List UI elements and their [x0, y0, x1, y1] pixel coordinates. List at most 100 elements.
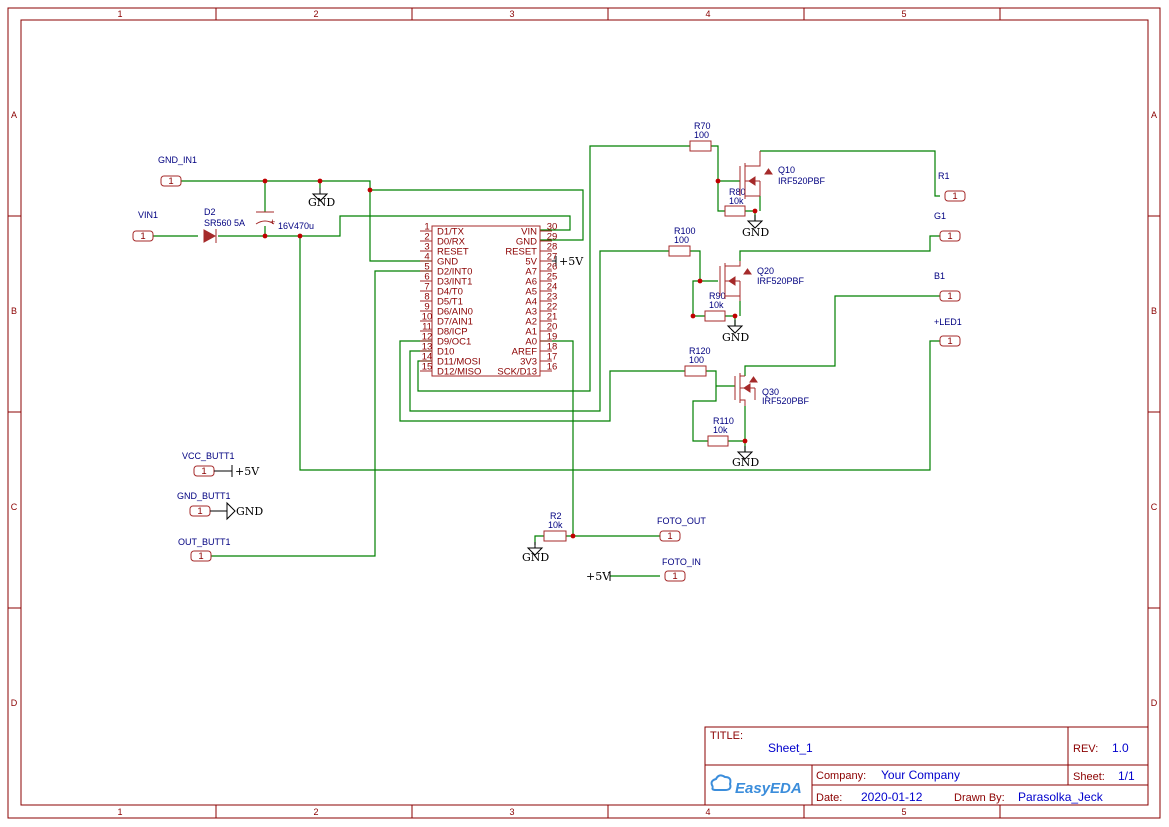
mcu-left-pin-num: 1	[424, 222, 429, 233]
port-foto-in-label: FOTO_IN	[662, 557, 701, 567]
mcu-right-pin-num: 25	[547, 272, 558, 283]
gnd-butt1-gnd-label: GND	[236, 505, 263, 518]
gnd-symbol-q20: GND	[722, 319, 749, 344]
mcu-left-pin-name: D7/AIN1	[437, 317, 473, 328]
row-label-b-right: B	[1151, 306, 1157, 316]
mcu-left-pin-num: 3	[424, 242, 429, 253]
port-vcc-butt1-label: VCC_BUTT1	[182, 451, 235, 461]
port-vin1-pin: 1	[140, 231, 145, 242]
mcu-left-pin-name: D3/INT1	[437, 277, 472, 288]
title-block: TITLE: Sheet_1 REV: 1.0 Company: Your Co…	[704, 726, 1149, 806]
mcu-right-pin-name: VIN	[521, 227, 537, 238]
mcu-left-pin-name: D12/MISO	[437, 367, 481, 378]
mosfet-q10: Q10 IRF520PBF	[739, 151, 826, 199]
q30-ref: Q30	[762, 387, 779, 397]
r2-value: 10k	[548, 520, 563, 530]
mcu-right-pin-name: GND	[516, 237, 537, 248]
mcu-left-pin-name: RESET	[437, 247, 469, 258]
gnd-top-label: GND	[308, 196, 335, 209]
mcu-right-pin-name: A2	[525, 317, 537, 328]
port-vcc-butt1-pin: 1	[201, 466, 206, 477]
q30-value: IRF520PBF	[762, 396, 810, 406]
mcu-right-pin-num: 16	[547, 362, 558, 373]
port-led1-pin: 1	[947, 336, 952, 347]
mcu-right-pin-num: 28	[547, 242, 558, 253]
mcu-right-pin-name: A5	[525, 287, 537, 298]
port-gnd-butt1-pin: 1	[197, 506, 202, 517]
gnd-symbol-r2: GND	[522, 541, 549, 564]
port-vin1: VIN1 1	[132, 210, 158, 242]
mcu-right-pin-name: A6	[525, 277, 537, 288]
mcu-right-pin-num: 30	[547, 222, 558, 233]
row-label-c-right: C	[1151, 502, 1158, 512]
mcu-right-pin-num: 23	[547, 292, 558, 303]
mcu-right-pin-num: 24	[547, 282, 558, 293]
date-value: 2020-01-12	[861, 790, 923, 804]
port-led1: +LED1 1	[934, 317, 962, 347]
easyeda-logo-text: EasyEDA	[735, 780, 802, 797]
port-r1-pin: 1	[952, 191, 957, 202]
mcu-right-pin-num: 17	[547, 352, 558, 363]
resistor-r90: R90 10k	[704, 291, 726, 322]
q10-ref: Q10	[778, 165, 795, 175]
port-gnd-in1: GND_IN1 1	[158, 155, 197, 187]
mcu-right-pin-name: 3V3	[520, 357, 537, 368]
port-gnd-butt1: GND_BUTT1 1 GND	[177, 491, 263, 521]
mcu-left-pin-num: 13	[422, 342, 433, 353]
r100-ref: R100	[674, 226, 696, 236]
mcu-left-pin-name: D9/OC1	[437, 337, 471, 348]
port-foto-out-pin: 1	[667, 531, 672, 542]
r110-ref: R110	[713, 416, 734, 426]
mcu-left-pin-name: D11/MOSI	[437, 357, 481, 368]
mcu-right-pin-name: A3	[525, 307, 537, 318]
mcu-left-pin-num: 7	[424, 282, 429, 293]
d2-ref: D2	[204, 207, 216, 217]
mcu-right-pin-num: 19	[547, 332, 558, 343]
junction-dots	[262, 178, 758, 539]
mcu-right-pin-num: 22	[547, 302, 558, 313]
port-b1: B1 1	[934, 271, 961, 302]
cap-value: 16V470u	[278, 221, 314, 231]
r90-ref: R90	[709, 291, 726, 301]
port-out-butt1-label: OUT_BUTT1	[178, 537, 231, 547]
gnd-q10-label: GND	[742, 226, 769, 239]
mcu-left-pin-name: D10	[437, 347, 454, 358]
port-g1-pin: 1	[947, 231, 952, 242]
mcu-right-pin-num: 20	[547, 322, 558, 333]
mcu-right-pin-name: A1	[525, 327, 537, 338]
mcu-left-pin-num: 15	[422, 362, 433, 373]
port-foto-in-pin: 1	[672, 571, 677, 582]
title-label: TITLE:	[710, 730, 743, 742]
col-label-5-bottom: 5	[901, 807, 906, 817]
r80-ref: R80	[729, 187, 746, 197]
mcu-left-pin-name: D8/ICP	[437, 327, 468, 338]
sheet-value: 1/1	[1118, 769, 1135, 783]
rev-value: 1.0	[1112, 741, 1129, 755]
col-label-4: 4	[705, 9, 710, 19]
row-label-a: A	[11, 110, 17, 120]
drawn-by-label: Drawn By:	[954, 792, 1005, 804]
resistor-r110: R110 10k	[707, 416, 734, 447]
diode-d2: D2 SR560 5A	[203, 207, 245, 243]
col-label-1-bottom: 1	[117, 807, 122, 817]
mcu-right-pin-name: A0	[525, 337, 537, 348]
col-label-4-bottom: 4	[705, 807, 710, 817]
mcu-left-pin-num: 12	[422, 332, 433, 343]
gnd-q20-label: GND	[722, 331, 749, 344]
r80-value: 10k	[729, 196, 744, 206]
mcu-left-pin-name: D1/TX	[437, 227, 465, 238]
resistor-r120: R120 100	[684, 346, 711, 377]
gnd-symbol-q30: GND	[732, 445, 759, 469]
mcu-left-pin-name: D4/T0	[437, 287, 463, 298]
sheet-title: Sheet_1	[768, 741, 813, 755]
col-label-1: 1	[117, 9, 122, 19]
q20-value: IRF520PBF	[757, 276, 805, 286]
col-label-3-bottom: 3	[509, 807, 514, 817]
port-foto-out-label: FOTO_OUT	[657, 516, 706, 526]
mcu-left-pin-name: GND	[437, 257, 458, 268]
mcu-left-pin-num: 4	[424, 252, 429, 263]
row-label-d: D	[11, 698, 18, 708]
